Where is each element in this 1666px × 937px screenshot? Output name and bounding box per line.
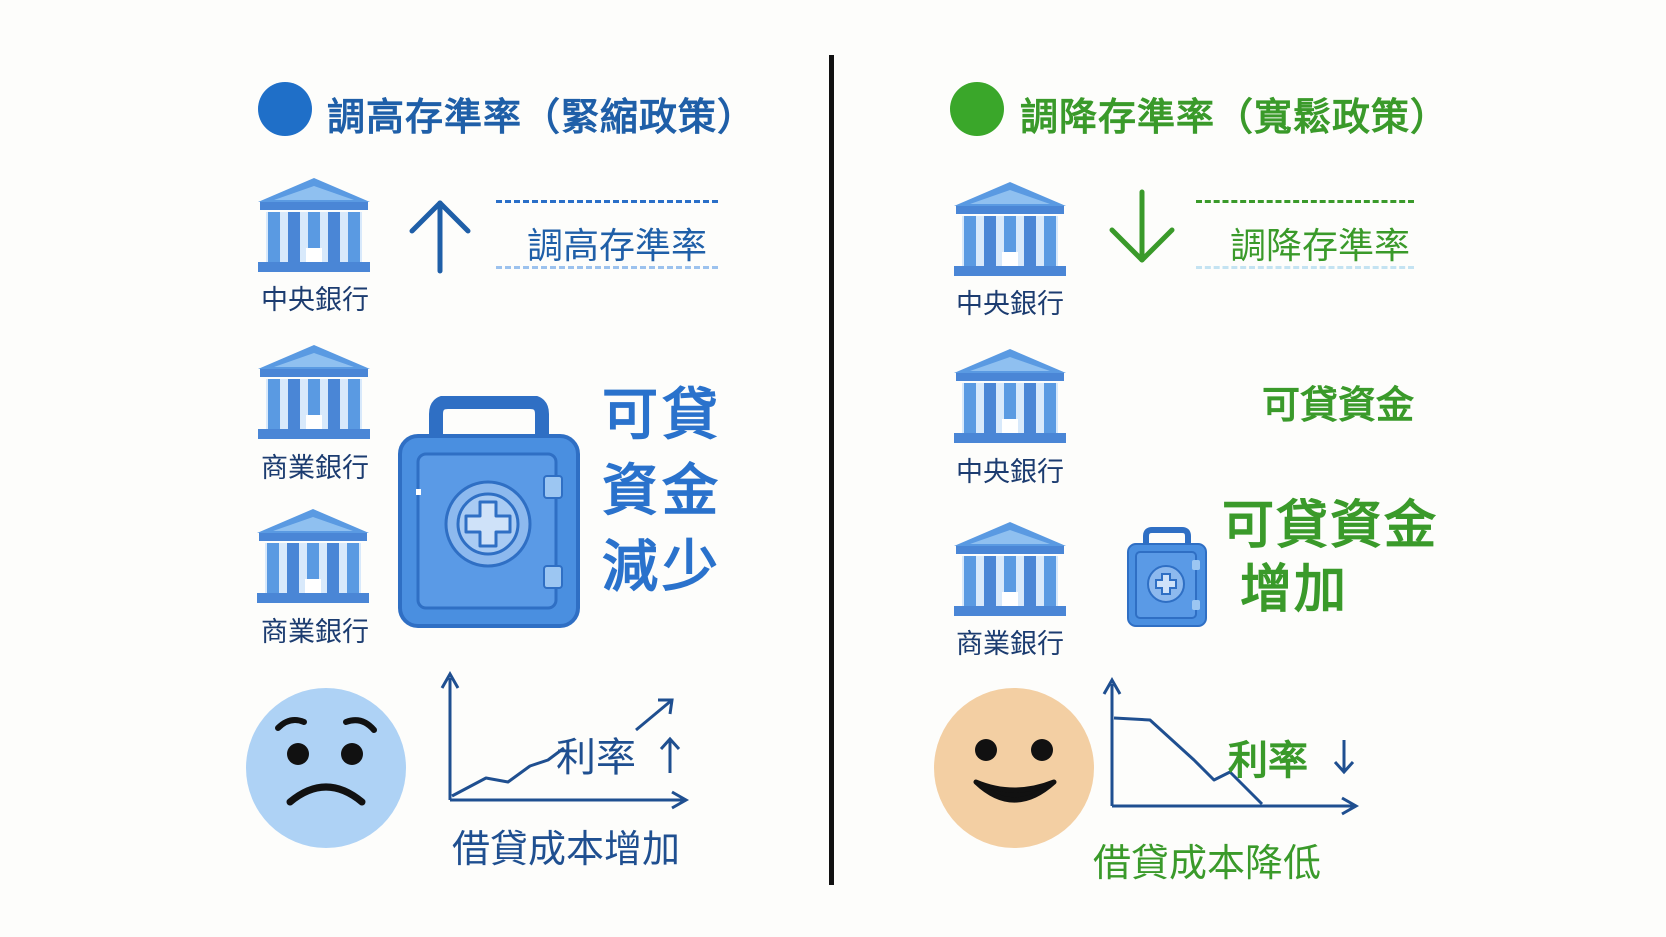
bank-building-icon <box>950 520 1070 620</box>
center-divider <box>829 55 834 885</box>
right-bank2-label: 商業銀行 <box>956 629 1064 660</box>
green-bullet-dot <box>950 82 1004 136</box>
safe-icon <box>398 396 580 628</box>
arrow-down-icon <box>1333 740 1355 775</box>
right-funds-line1: 可貸資金 <box>1222 496 1439 556</box>
bank-building-icon <box>950 180 1070 280</box>
right-bank1-label: 中央銀行 <box>956 457 1064 488</box>
right-dashed-top <box>1196 200 1414 203</box>
right-cost-label: 借貸成本降低 <box>1093 841 1322 885</box>
right-funds-small-label: 可貸資金 <box>1262 383 1415 427</box>
left-heading: 調高存準率（緊縮政策） <box>327 95 757 139</box>
right-dashed-bottom <box>1196 266 1414 269</box>
left-action-label: 調高存準率 <box>527 226 708 267</box>
right-action-label: 調降存準率 <box>1230 226 1411 267</box>
blue-bullet-dot <box>258 82 312 136</box>
right-heading: 調降存準率（寬鬆政策） <box>1020 95 1450 139</box>
left-dashed-top <box>496 200 718 203</box>
safe-icon <box>1127 527 1207 627</box>
line-chart-icon <box>1102 676 1360 816</box>
line-chart-icon <box>440 670 690 810</box>
left-bank1-label: 商業銀行 <box>261 453 369 484</box>
left-funds-line1: 可貸 <box>602 383 722 448</box>
left-cost-label: 借貸成本增加 <box>452 827 681 871</box>
left-funds-line3: 減少 <box>602 535 722 600</box>
right-rate-label: 利率 <box>1228 738 1308 784</box>
left-dashed-bottom <box>496 266 718 269</box>
arrow-up-icon <box>659 736 681 773</box>
bank-building-icon <box>950 347 1070 447</box>
sad-face-icon <box>246 688 406 848</box>
bank-building-icon <box>254 176 374 276</box>
left-central-bank-label: 中央銀行 <box>261 285 369 316</box>
arrow-down-icon <box>1109 189 1175 263</box>
right-funds-line2: 增加 <box>1240 560 1349 620</box>
right-central-bank-label: 中央銀行 <box>956 289 1064 320</box>
arrow-up-icon <box>409 200 471 274</box>
bank-building-icon <box>253 507 373 607</box>
left-rate-label: 利率 <box>556 735 636 781</box>
happy-face-icon <box>934 688 1094 848</box>
left-bank2-label: 商業銀行 <box>261 617 369 648</box>
bank-building-icon <box>254 343 374 443</box>
left-funds-line2: 資金 <box>602 459 722 524</box>
